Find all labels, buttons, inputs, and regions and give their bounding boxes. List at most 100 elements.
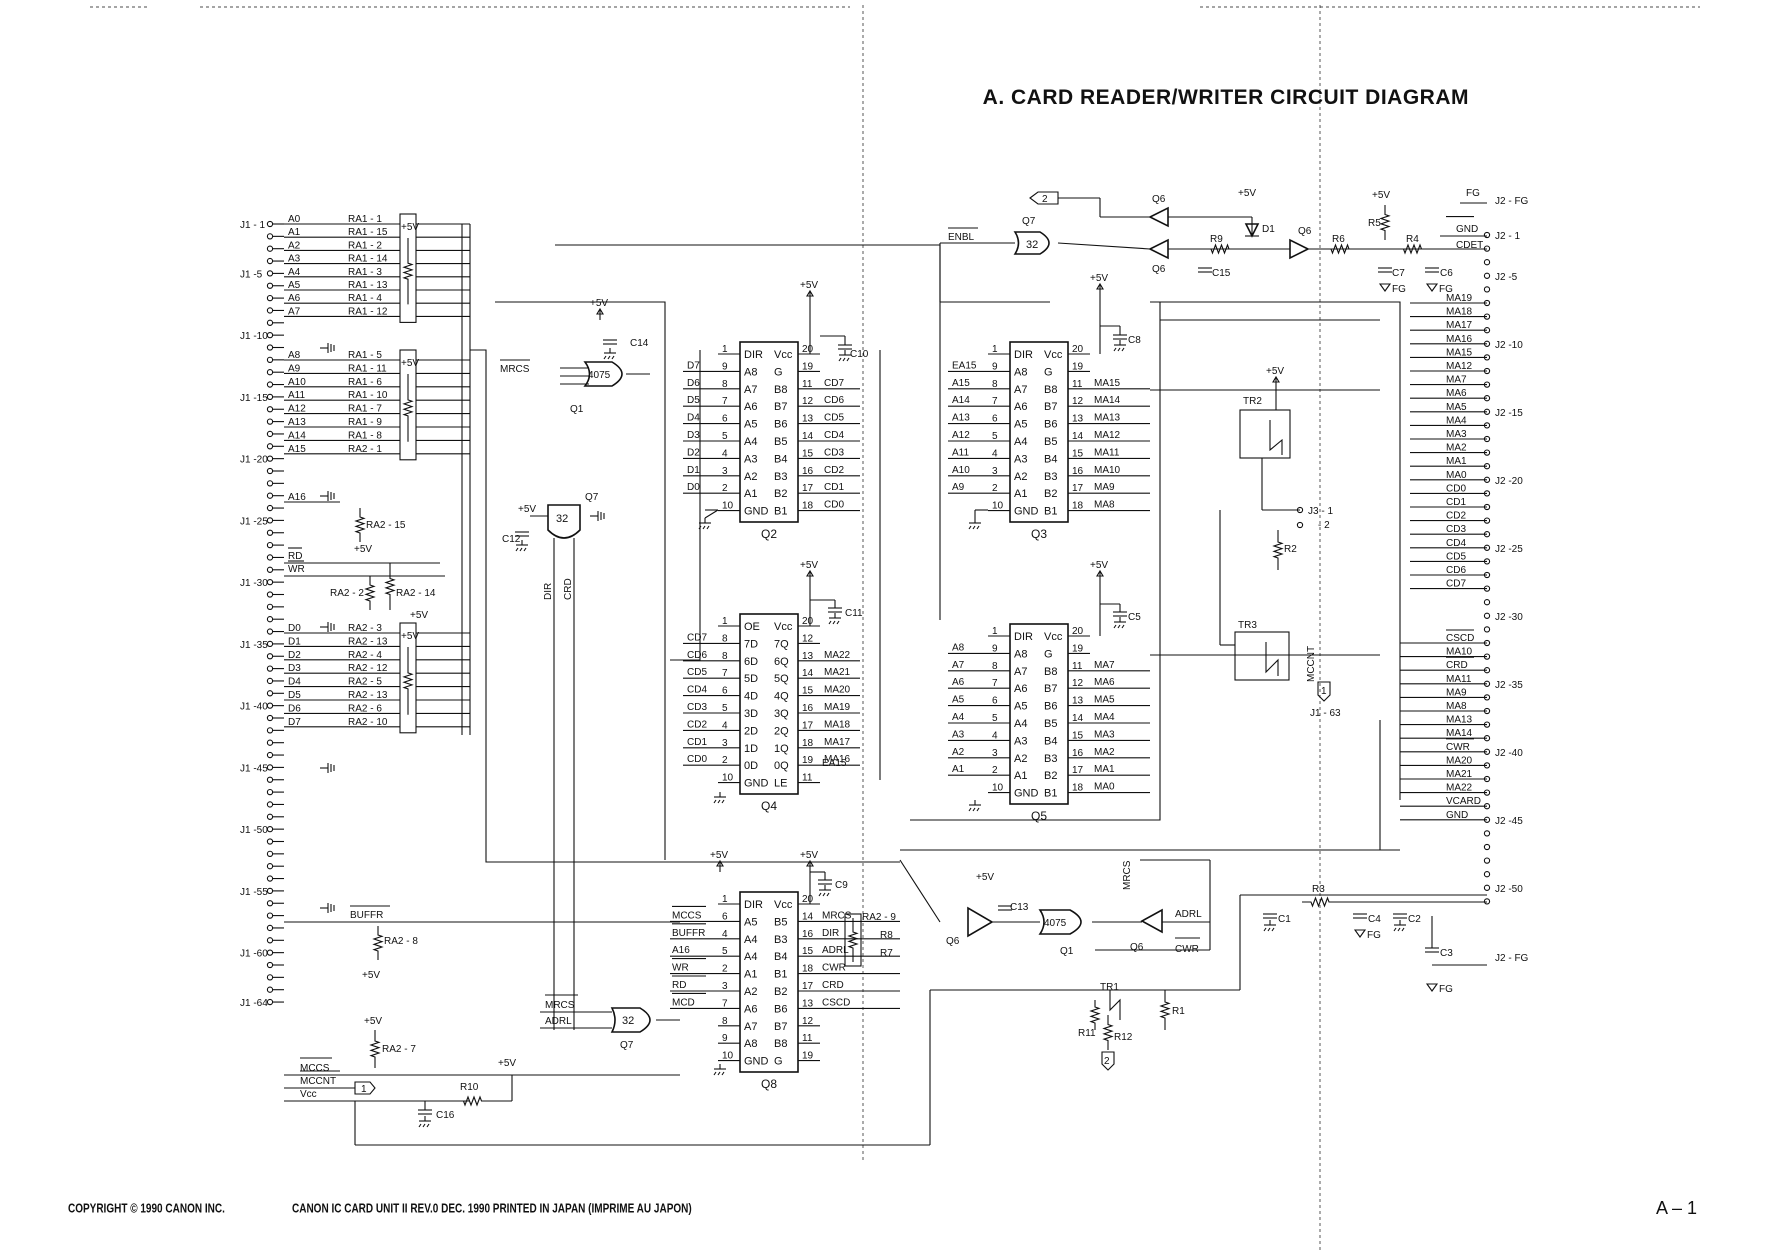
data-label: D0 [288,623,301,634]
addr-low-resistor-array [399,213,417,323]
data-resistor-array [399,622,417,734]
c16-label: C16 [436,1110,455,1121]
fg-ground-symbol [1353,929,1367,938]
q3-output-label: MA12 [1094,430,1121,441]
addr-low-label: A4 [288,267,301,278]
addr-high-label: A15 [288,444,306,455]
flag-label: 1 [361,1084,367,1095]
data-label: D4 [288,677,301,688]
ra2-7-label: RA2 - 7 [382,1044,416,1055]
addr-low-res-label: RA1 - 1 [348,214,382,225]
c13-label: C13 [1010,902,1029,913]
q8-pin-number: 4 [722,929,728,940]
q4-pin-number: 12 [802,633,814,644]
resistor-ra2-2 [364,576,376,610]
data-label: D7 [288,717,301,728]
q2-pin-name: A5 [744,419,757,431]
q5-pin-number: 8 [992,661,998,672]
connector-pin [266,850,274,857]
q2-input-label: D2 [687,447,700,458]
q4-output-label: MA20 [824,685,851,696]
connector-pin [266,665,274,672]
data-label: D5 [288,690,301,701]
q2-pin-number: 6 [722,414,728,425]
q8-pin-number: 14 [802,911,814,922]
q2-input-label: D7 [687,360,700,371]
connector-pin [266,369,274,376]
transistor-tr1 [1109,990,1121,1020]
addr-high-res-label: RA1 - 11 [348,363,387,374]
addr-low-res-label: RA1 - 14 [348,254,388,265]
ground-symbol [713,1064,726,1076]
connector-pin [1483,857,1491,864]
q8-pin-number: 11 [802,1033,813,1044]
q2-output-label: CD4 [824,430,844,441]
connector-pin [266,912,274,919]
ground-symbol [968,518,981,530]
j2-signal-label: CD1 [1446,497,1466,508]
q4-pin-number: 13 [802,651,814,662]
supply-arrow [1096,282,1104,290]
q3-pin-name: B2 [1044,488,1057,500]
q8-pin-name: A4 [744,934,757,946]
q2-pin-number: 2 [722,483,728,494]
j2-signal-label: MA4 [1446,415,1467,426]
q4-pin-name: 5Q [774,673,789,685]
j3-2-label: - 2 [1318,520,1330,531]
connector-pin [266,220,274,228]
j1-pin-label: J1 -5 [240,269,263,280]
q2-pin-name: B5 [774,436,787,448]
q4-output-label: EA15 [822,758,847,769]
q3-pin-number: 14 [1072,431,1084,442]
frame-ground-symbol [320,763,335,773]
j2-signal-label: CRD [1446,660,1468,671]
q3-pin-name: A1 [1014,488,1027,500]
q5-pin-name: B6 [1044,701,1057,713]
q2-pin-name: B8 [774,384,787,396]
q1b-designator: Q1 [1060,946,1074,957]
q4-pin-number: 1 [722,616,728,627]
q6b-designator: Q6 [1130,942,1144,953]
q4-pin-name: 6D [744,656,758,668]
ra2-14-label: RA2 - 14 [396,588,436,599]
c10-label: C10 [850,349,869,360]
plus5v-label: +5V [1090,560,1108,571]
connector-pin [266,455,274,462]
connector-pin [266,863,274,870]
j1-pin-label: J1 -20 [240,455,268,466]
ground-symbol [1263,920,1276,932]
resistor-ra2-7 [369,1030,381,1068]
q2-pin-number: 5 [722,431,728,442]
q2-output-label: CD6 [824,395,844,406]
q5-pin-name: A5 [1014,701,1027,713]
connector-pin [266,801,274,808]
q3-pin-number: 12 [1072,396,1084,407]
j2-signal-label: MA20 [1446,755,1473,766]
adrl-label: ADRL [1175,909,1202,920]
q2-pin-number: 16 [802,466,814,477]
connector-pin [266,924,274,932]
j2-signal-label: MA18 [1446,307,1473,318]
flag-label: 1 [1321,686,1327,697]
q2-output-label: CD5 [824,413,844,424]
capacitor-c7 [1378,267,1392,273]
q5-pin-number: 5 [992,713,998,724]
q4-output-label: MA19 [824,702,851,713]
q3-output-label: MA15 [1094,378,1121,389]
q3-input-label: A15 [952,378,970,389]
connector-pin [266,356,274,363]
mccnt-label: MCCNT [1306,646,1317,682]
q8-pin-name: A7 [744,1021,757,1033]
frame-ground-symbol [320,903,335,913]
array-supply-label: +5V [401,358,419,369]
q2-pin-name: B3 [774,471,787,483]
q4-pin-name: 0D [744,760,758,772]
q5-pin-number: 15 [1072,730,1084,741]
tr3-label: TR3 [1238,620,1257,631]
plus5v-label: +5V [364,1016,382,1027]
supply-arrow [596,307,604,315]
